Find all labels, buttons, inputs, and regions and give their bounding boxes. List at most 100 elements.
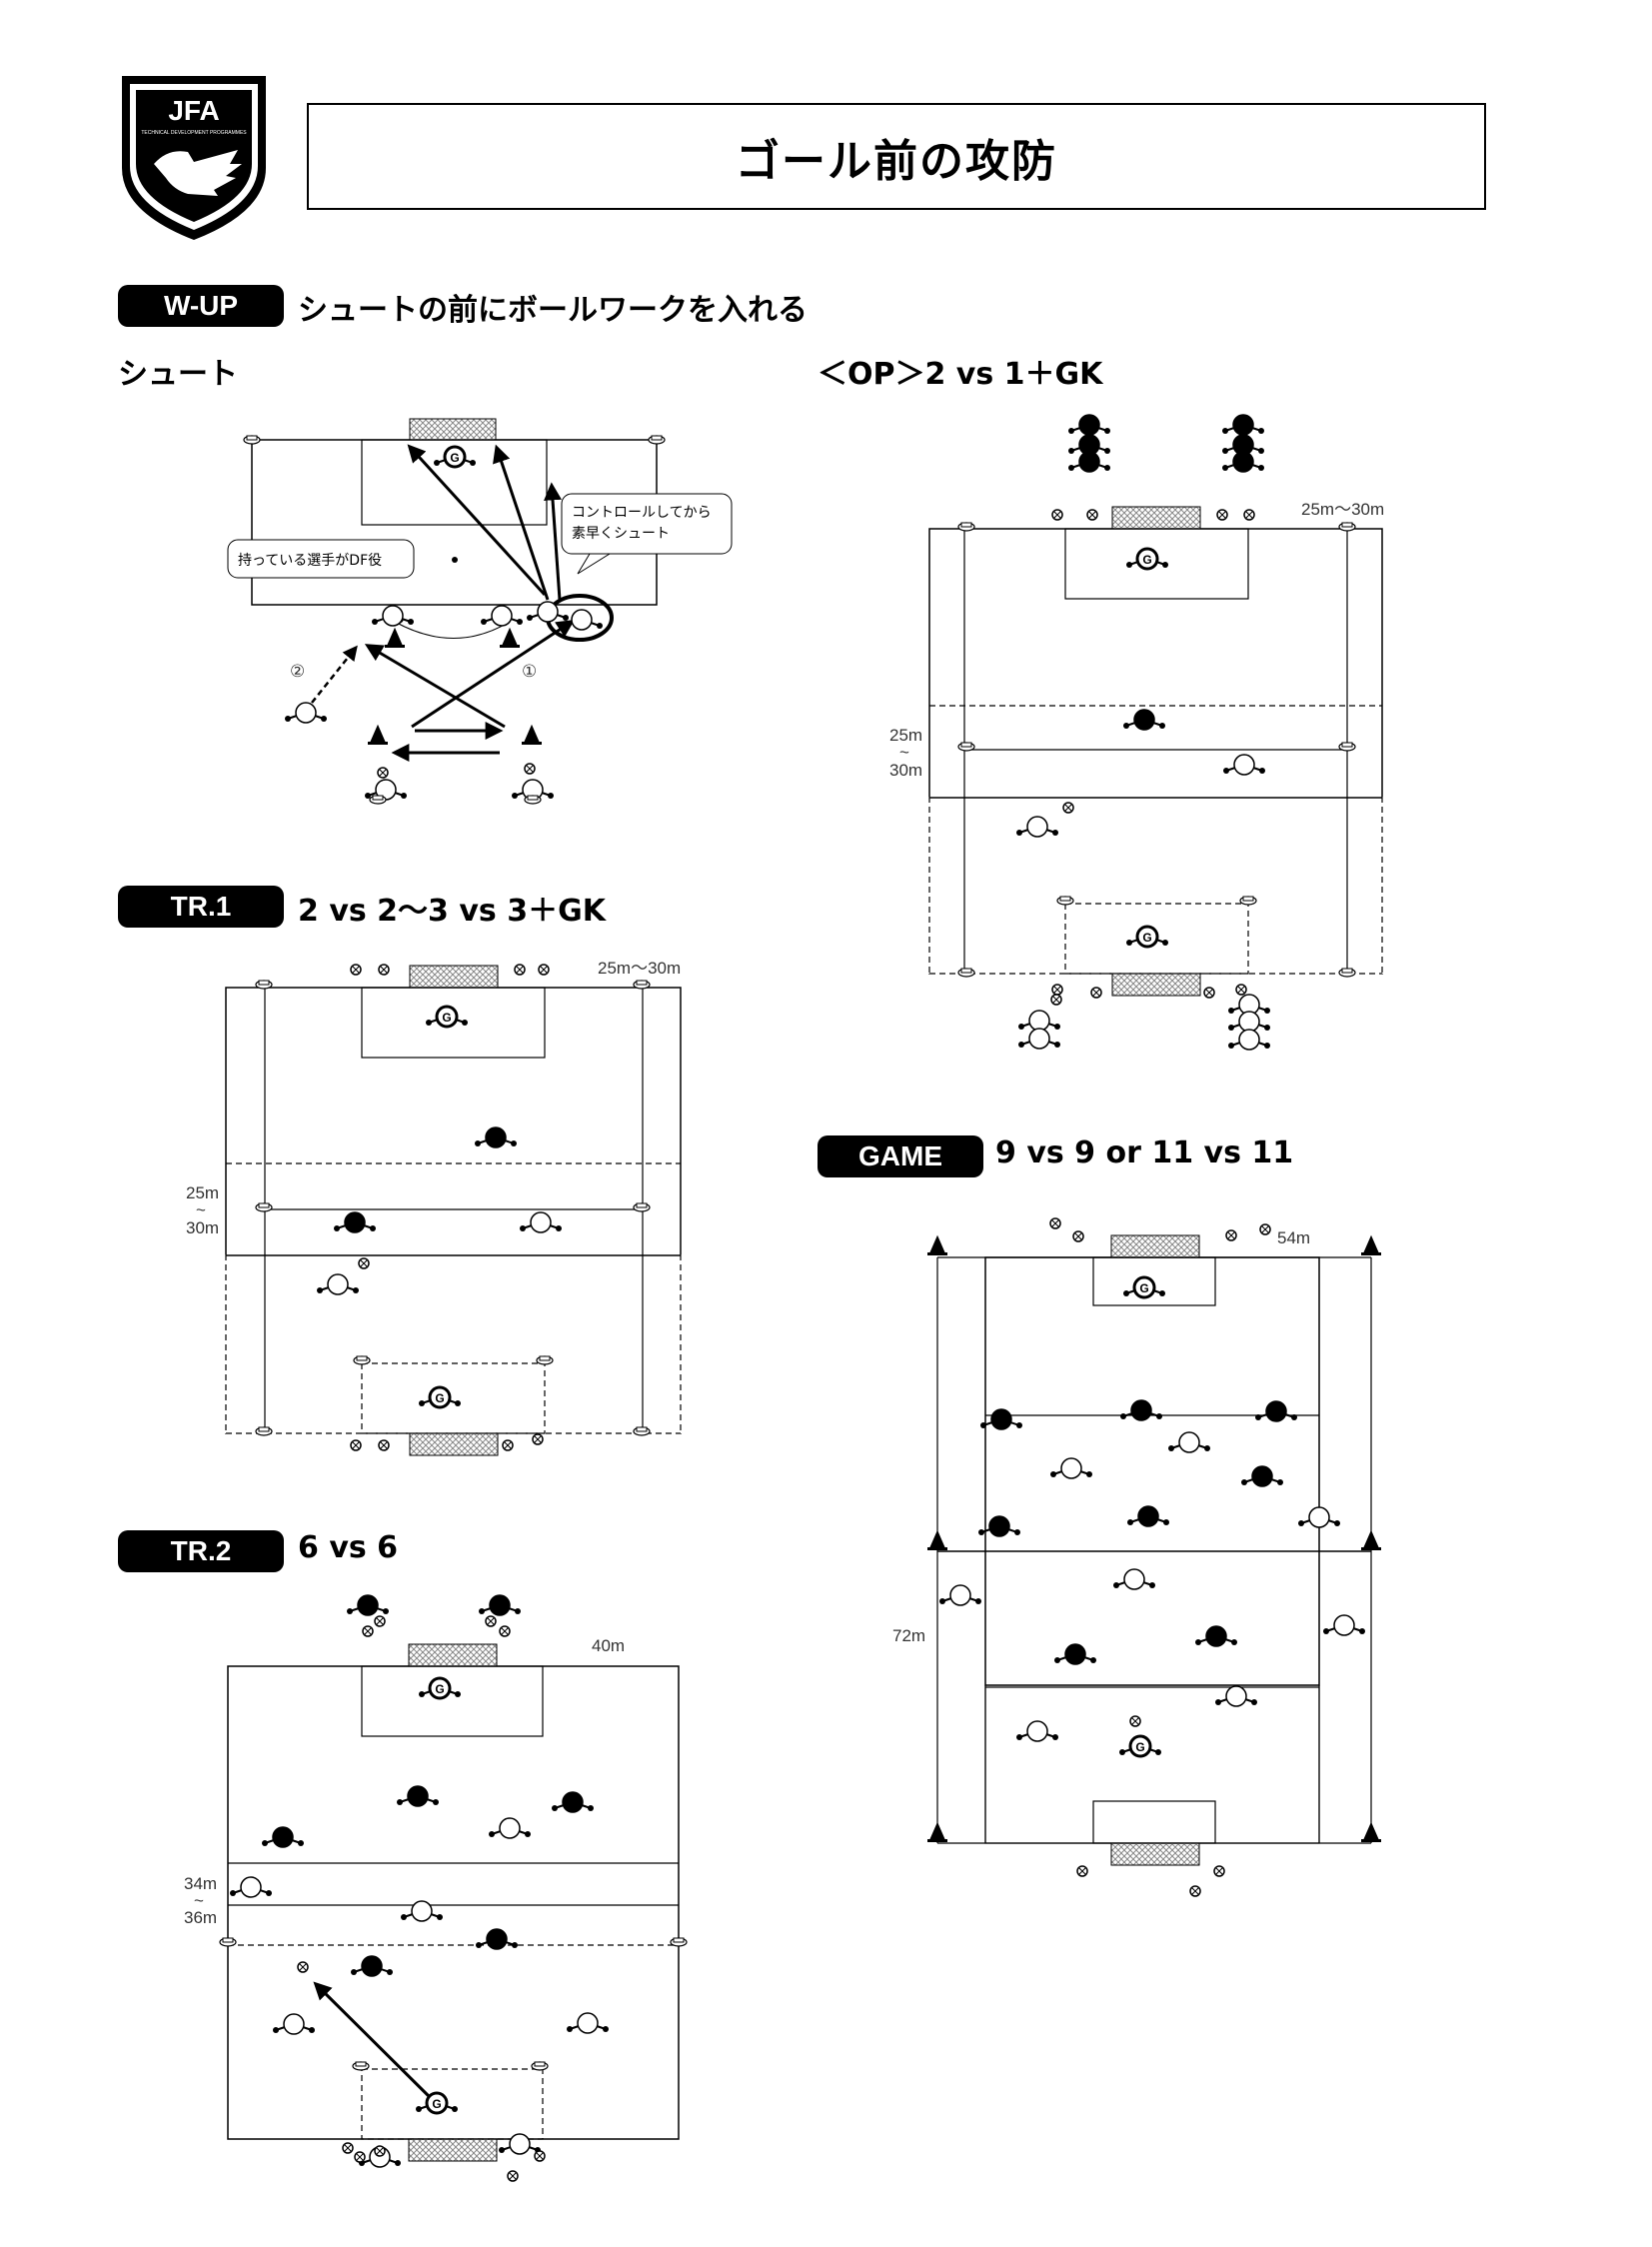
- tr1-tag-label: TR.1: [170, 891, 232, 922]
- defender-player: [273, 2013, 315, 2035]
- ball-icon: [1090, 987, 1102, 999]
- flat-marker-icon: [531, 2061, 549, 2071]
- goalkeeper-player: G: [434, 445, 476, 469]
- ball-icon: [1062, 802, 1074, 814]
- ball-icon: [1225, 1229, 1237, 1241]
- game-tag-label: GAME: [858, 1140, 942, 1171]
- ball-icon: [1051, 984, 1063, 996]
- gk-mark: G: [435, 1682, 444, 1696]
- flat-marker-icon: [255, 1202, 273, 1212]
- ball-icon: [350, 1439, 362, 1451]
- ball-icon: [1076, 1865, 1088, 1877]
- shoot-title: シュート: [118, 357, 238, 392]
- shield-icon: JFA TECHNICAL DEVELOPMENT PROGRAMMES: [122, 76, 266, 240]
- defender-player: [481, 605, 523, 627]
- defender-player: [1016, 816, 1058, 838]
- defender-player: [1228, 994, 1270, 1016]
- ball-icon: [1051, 509, 1063, 521]
- defender-player: [1323, 1614, 1365, 1636]
- flat-marker-icon: [633, 1426, 651, 1436]
- flat-marker-icon: [957, 522, 975, 532]
- gk-mark: G: [450, 451, 459, 465]
- ball-icon: [358, 1257, 370, 1269]
- ball-icon: [362, 1625, 374, 1637]
- attacker-player: [1123, 709, 1165, 731]
- tr2-heading: 6 vs 6: [298, 1530, 399, 1565]
- flat-marker-icon: [219, 1937, 237, 1947]
- attacker-player: [1222, 451, 1264, 473]
- goalkeeper-player: G: [1123, 1275, 1165, 1299]
- defender-player: [1018, 1010, 1060, 1032]
- defender-player: [561, 609, 603, 631]
- ball-icon: [297, 1961, 309, 1973]
- gk-mark: G: [1142, 553, 1151, 567]
- attacker-player: [1127, 1505, 1169, 1527]
- cone-icon: [1361, 1529, 1381, 1550]
- defender-player: [567, 2012, 609, 2034]
- tr2-tag: TR.2: [118, 1530, 284, 1572]
- op-depth-label-1: 25m: [889, 726, 922, 745]
- eagle-icon: [154, 150, 242, 196]
- ball-icon: [378, 964, 390, 976]
- attacker-player: [347, 1594, 389, 1616]
- attacker-player: [1120, 1399, 1162, 1421]
- title-box: ゴール前の攻防: [307, 103, 1486, 210]
- attacker-player: [1241, 1465, 1283, 1487]
- ball-icon: [1049, 1217, 1061, 1229]
- goalkeeper-player: G: [1126, 547, 1168, 571]
- defender-player: [1113, 1568, 1155, 1590]
- tr2-width-label: 40m: [592, 1636, 625, 1655]
- defender-player: [1018, 1028, 1060, 1050]
- defender-player: [1228, 1011, 1270, 1033]
- gk-mark: G: [1139, 1281, 1148, 1295]
- logo-subtext: TECHNICAL DEVELOPMENT PROGRAMMES: [141, 130, 247, 136]
- ball-icon: [514, 964, 526, 976]
- tr2-tilde: ~: [194, 1891, 204, 1910]
- ball-icon: [1129, 1715, 1141, 1727]
- attacker-player: [351, 1955, 393, 1977]
- gk-mark: G: [1135, 1740, 1144, 1754]
- flat-marker-icon: [536, 1355, 554, 1365]
- attacker-player: [475, 1126, 517, 1148]
- tr2-depth-label-2: 36m: [184, 1908, 217, 1927]
- flat-marker-icon: [255, 980, 273, 990]
- attacker-player: [1195, 1625, 1237, 1647]
- flat-marker-icon: [633, 980, 651, 990]
- defender-player: [1050, 1457, 1092, 1479]
- tr1-tilde: ~: [196, 1200, 206, 1219]
- cone-icon: [927, 1234, 947, 1255]
- goalkeeper-player: G: [426, 1005, 468, 1029]
- game-tag: GAME: [818, 1135, 983, 1177]
- tr2-tag-label: TR.2: [170, 1535, 232, 1566]
- ball-icon: [538, 964, 550, 976]
- defender-player: [512, 779, 554, 801]
- ball-icon: [499, 1625, 511, 1637]
- tr1-heading: 2 vs 2～3 vs 3＋GK: [298, 894, 606, 929]
- ball-icon: [350, 964, 362, 976]
- wup-tag: W-UP: [118, 285, 284, 327]
- game-diagram: 54m 72m: [892, 1228, 1372, 1866]
- defender-player: [1223, 754, 1265, 776]
- ball-icon: [532, 1433, 544, 1445]
- ball-icon: [1259, 1223, 1271, 1235]
- flat-marker-icon: [633, 1202, 651, 1212]
- wup-tag-label: W-UP: [163, 290, 239, 321]
- flat-marker-icon: [369, 795, 387, 805]
- flat-marker-icon: [1239, 896, 1257, 906]
- defender-player: [489, 1817, 531, 1839]
- wup-heading: シュートの前にボールワークを入れる: [298, 293, 808, 328]
- cone-icon: [522, 724, 542, 745]
- defender-player: [1298, 1506, 1340, 1528]
- ball-icon: [374, 1615, 386, 1627]
- attacker-player: [978, 1515, 1020, 1537]
- ball-icon: [342, 2142, 354, 2154]
- defender-player: [520, 1211, 562, 1233]
- flat-marker-icon: [524, 795, 542, 805]
- flat-marker-icon: [243, 435, 261, 445]
- flat-marker-icon: [670, 1937, 688, 1947]
- attacker-player: [1222, 434, 1264, 456]
- logo-text: JFA: [168, 95, 219, 126]
- goalkeeper-player: G: [419, 1676, 461, 1700]
- cone-icon: [500, 627, 520, 648]
